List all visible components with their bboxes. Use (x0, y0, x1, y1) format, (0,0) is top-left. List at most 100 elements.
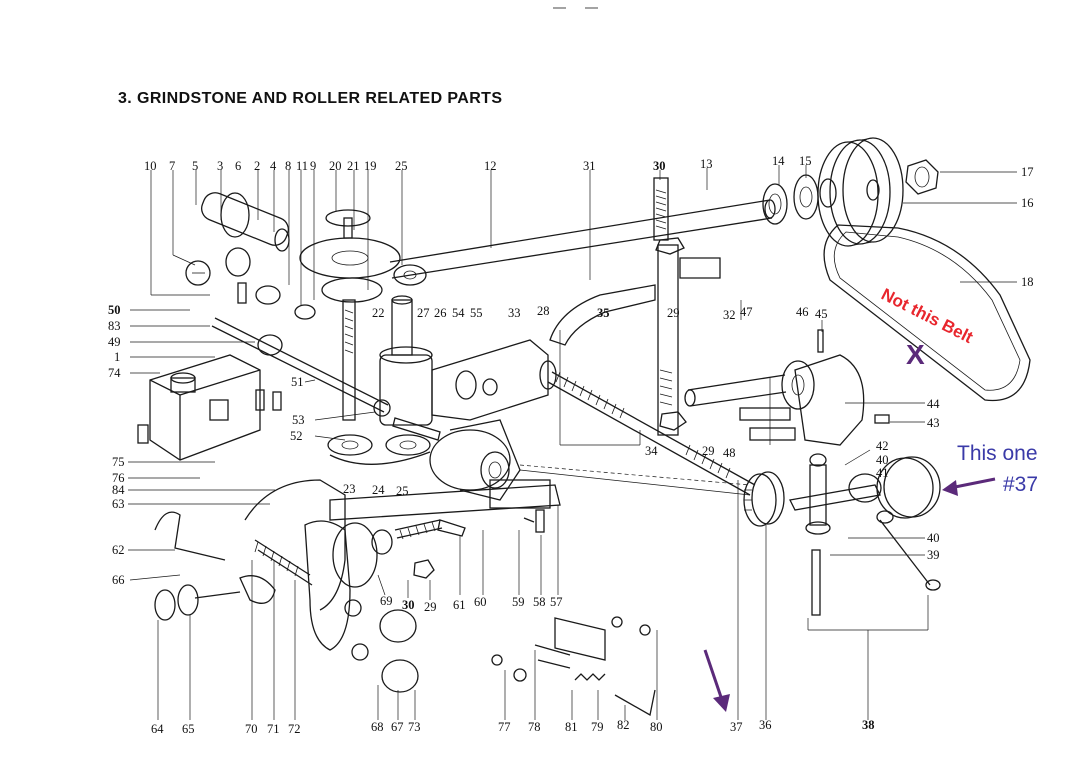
label-11: 11 (296, 159, 308, 173)
label-29-right: 29 (702, 444, 715, 458)
label-84: 84 (112, 483, 125, 497)
label-59: 59 (512, 595, 525, 609)
label-1: 1 (114, 350, 120, 364)
label-70: 70 (245, 722, 258, 736)
label-51: 51 (291, 375, 304, 389)
label-6: 6 (235, 159, 241, 173)
label-22: 22 (372, 306, 385, 320)
label-4: 4 (270, 159, 277, 173)
label-13: 13 (700, 157, 713, 171)
label-31: 31 (583, 159, 596, 173)
annotation-this-one: This one (957, 442, 1038, 465)
central-housing (379, 295, 557, 426)
label-3: 3 (217, 159, 223, 173)
label-49: 49 (108, 335, 121, 349)
label-32: 32 (723, 308, 736, 322)
label-29-mid: 29 (667, 306, 680, 320)
label-83: 83 (108, 319, 121, 333)
annotation-not-this-belt: Not this Belt (878, 285, 976, 348)
label-48: 48 (723, 446, 736, 460)
label-62: 62 (112, 543, 125, 557)
label-65: 65 (182, 722, 195, 736)
label-16: 16 (1021, 196, 1034, 210)
label-67: 67 (391, 720, 404, 734)
arrow-left-icon (949, 477, 996, 490)
bracket-44 (684, 329, 890, 446)
nut-17 (905, 159, 939, 195)
label-14: 14 (772, 154, 785, 168)
label-15: 15 (799, 154, 812, 168)
label-68: 68 (371, 720, 384, 734)
label-82: 82 (617, 718, 630, 732)
label-8: 8 (285, 159, 291, 173)
label-39: 39 (927, 548, 940, 562)
label-76: 76 (112, 471, 125, 485)
label-80: 80 (650, 720, 663, 734)
label-36: 36 (759, 718, 772, 732)
label-23: 23 (343, 482, 356, 496)
label-78: 78 (528, 720, 541, 734)
label-17: 17 (1021, 165, 1034, 179)
annotation-x-mark: X (906, 339, 925, 370)
label-74: 74 (108, 366, 121, 380)
label-25-low: 25 (396, 484, 409, 498)
arrowhead-down-icon (713, 694, 730, 712)
label-19: 19 (364, 159, 377, 173)
arm-28-31 (549, 284, 656, 346)
pulley-20-21 (299, 209, 427, 421)
label-55: 55 (470, 306, 483, 320)
label-9: 9 (310, 159, 316, 173)
threaded-rod-35 (547, 371, 756, 496)
rod-51 (211, 317, 391, 417)
annotations: Not this Belt X This one #37 (703, 285, 1038, 712)
label-34: 34 (645, 444, 658, 458)
label-45: 45 (815, 307, 828, 321)
label-41: 41 (876, 466, 889, 480)
lower-frame (154, 479, 561, 651)
label-10: 10 (144, 159, 157, 173)
label-35: 35 (597, 306, 610, 320)
bearings-14-15 (762, 174, 837, 225)
label-18: 18 (1021, 275, 1034, 289)
label-29-low: 29 (424, 600, 437, 614)
label-33: 33 (508, 306, 521, 320)
label-26: 26 (434, 306, 447, 320)
main-shaft (389, 199, 776, 279)
label-64: 64 (151, 722, 164, 736)
arrowhead-left-icon (942, 480, 958, 496)
label-40-lower: 40 (927, 531, 940, 545)
label-60: 60 (474, 595, 487, 609)
leader-lines (128, 165, 1017, 720)
label-25-top: 25 (395, 159, 408, 173)
label-40-upper: 40 (876, 453, 889, 467)
label-30-top: 30 (653, 159, 666, 173)
label-66: 66 (112, 573, 125, 587)
roller-36 (743, 471, 785, 527)
belt-18 (823, 224, 1031, 402)
label-77: 77 (498, 720, 511, 734)
label-20: 20 (329, 159, 342, 173)
label-2: 2 (254, 159, 260, 173)
label-46: 46 (796, 305, 809, 319)
label-24: 24 (372, 483, 385, 497)
vertical-shaft-30 (653, 177, 721, 436)
right-roller-assembly (789, 453, 941, 616)
label-50: 50 (108, 303, 121, 317)
label-79: 79 (591, 720, 604, 734)
label-37: 37 (730, 720, 743, 734)
label-58: 58 (533, 595, 546, 609)
label-57: 57 (550, 595, 563, 609)
label-75: 75 (112, 455, 125, 469)
label-47: 47 (740, 305, 753, 319)
label-27: 27 (417, 306, 430, 320)
label-42: 42 (876, 439, 889, 453)
label-53: 53 (292, 413, 305, 427)
label-12: 12 (484, 159, 497, 173)
arrow-down-icon (703, 649, 724, 701)
label-38: 38 (862, 718, 875, 732)
label-73: 73 (408, 720, 421, 734)
knobs (154, 584, 419, 693)
label-54: 54 (452, 306, 465, 320)
